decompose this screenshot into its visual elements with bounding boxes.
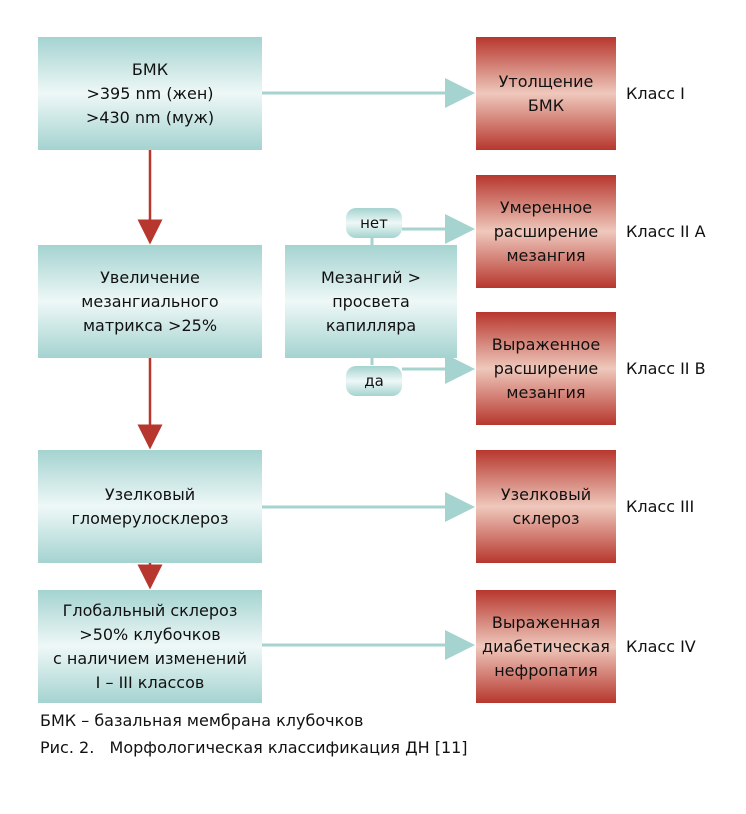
class-label: Класс III	[626, 497, 695, 516]
abbreviation-note: БМК – базальная мембрана клубочков	[40, 711, 364, 730]
no-label: нет	[346, 208, 402, 238]
class-label: Класс II A	[626, 222, 706, 241]
outcome-box: Узелковый склероз	[476, 450, 616, 563]
class-label: Класс II B	[626, 359, 706, 378]
figure-caption: Рис. 2. Морфологическая классификация ДН…	[40, 738, 468, 757]
yes-label: да	[346, 366, 402, 396]
mesangial-matrix-box: Увеличение мезангиального матрикса >25%	[38, 245, 262, 358]
outcome-box: Выраженная диабетическая нефропатия	[476, 590, 616, 703]
class-label: Класс IV	[626, 637, 696, 656]
nodular-glomerulosclerosis-box: Узелковый гломерулосклероз	[38, 450, 262, 563]
outcome-box: Выраженное расширение мезангия	[476, 312, 616, 425]
class-label: Класс I	[626, 84, 685, 103]
global-sclerosis-box: Глобальный склероз >50% клубочков с нали…	[38, 590, 262, 703]
bmk-box: БМК >395 nm (жен) >430 nm (муж)	[38, 37, 262, 150]
outcome-box: Умеренное расширение мезангия	[476, 175, 616, 288]
decision-box: Мезангий > просвета капилляра	[285, 245, 457, 358]
outcome-box: Утолщение БМК	[476, 37, 616, 150]
